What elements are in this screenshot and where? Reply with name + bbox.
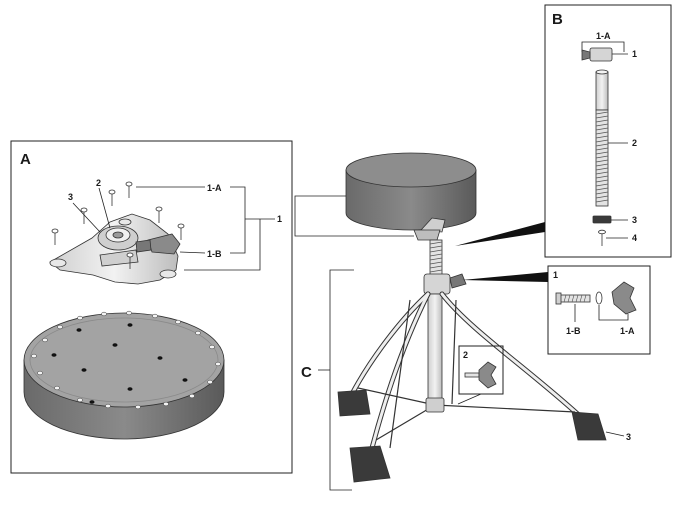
screw-icon	[80, 207, 88, 224]
height-tube	[595, 71, 609, 111]
panel-c-title: C	[301, 364, 312, 381]
inset-2-leg-bolt: 2	[458, 345, 504, 395]
callout-c-3: 3	[626, 432, 631, 442]
screw-icon	[126, 252, 134, 269]
panel-a: A 2 3 1-A	[10, 140, 293, 474]
panel-c: C 3 1 1-B 1-A	[301, 265, 651, 491]
inset-1-pointer	[462, 272, 548, 282]
callout-a-1a: 1-A	[207, 183, 222, 193]
rubber-foot-icon	[571, 411, 607, 441]
callout-a-2: 2	[96, 178, 101, 188]
callout-a-1b: 1-B	[207, 249, 222, 259]
rubber-foot-icon	[349, 445, 391, 483]
inset-2-title: 2	[463, 350, 468, 360]
callout-b-1: 1	[632, 49, 637, 59]
callout-a-1: 1	[277, 214, 282, 224]
wing-bolt-icon	[611, 281, 637, 315]
wing-bolt-icon	[478, 361, 497, 389]
inset-1-wing-bolt: 1 1-B 1-A	[547, 265, 651, 355]
inset-1-callout-1b: 1-B	[566, 326, 581, 336]
panel-b-frame	[544, 4, 672, 258]
callout-a-3: 3	[68, 192, 73, 202]
height-clamp	[581, 47, 613, 62]
inset-1-callout-1a: 1-A	[620, 326, 635, 336]
lock-nut	[592, 215, 612, 224]
inset-1-title: 1	[553, 270, 558, 280]
screw-icon	[108, 189, 116, 206]
seat-cushion-bottom	[23, 310, 225, 440]
callout-b-4: 4	[632, 233, 637, 243]
tripod-stand	[337, 239, 607, 483]
screw-icon	[51, 228, 59, 245]
seat-top-assembled	[345, 152, 477, 241]
inset-1-frame	[547, 265, 651, 355]
panel-b-pointer	[455, 222, 545, 246]
threaded-spindle	[595, 109, 609, 207]
seat-mounting-plate	[49, 213, 181, 285]
screw-icon	[125, 181, 133, 198]
panel-a-title: A	[20, 151, 31, 168]
seat-screws	[51, 181, 185, 269]
panel-b: B 1-A 1	[544, 4, 672, 258]
panel-b-title: B	[552, 11, 563, 28]
callout-b-1a: 1-A	[596, 31, 611, 41]
screw-icon	[155, 206, 163, 223]
rubber-foot-icon	[337, 389, 371, 417]
panel-a-frame	[10, 140, 293, 474]
wing-bolt-icon	[581, 49, 591, 61]
screw-icon	[177, 223, 185, 240]
screw-icon	[598, 229, 606, 246]
callout-b-3: 3	[632, 215, 637, 225]
callout-b-2: 2	[632, 138, 637, 148]
